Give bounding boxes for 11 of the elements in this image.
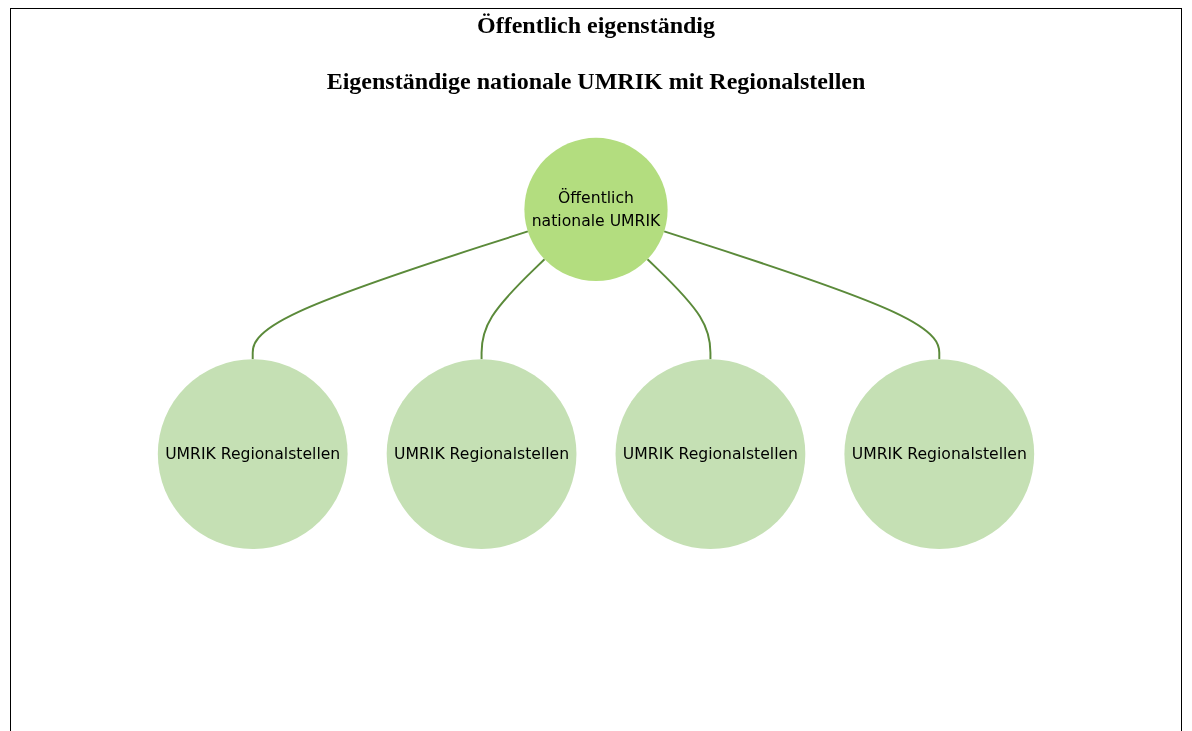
node-circle: UMRIK Regionalstellen xyxy=(386,359,577,549)
diagram-title: Öffentlich eigenständig xyxy=(476,12,716,39)
connector xyxy=(646,258,712,361)
node-circle: UMRIK Regionalstellen xyxy=(844,359,1035,549)
connector xyxy=(480,258,546,361)
connector xyxy=(251,230,529,361)
node-circle: Öffentlich nationale UMRIK xyxy=(524,137,668,282)
subtitle: Eigenständige nationale UMRIK mit Regionalstellen xyxy=(325,68,867,95)
connector xyxy=(663,230,941,361)
node-circle: UMRIK Regionalstellen xyxy=(157,359,348,549)
node-circle: UMRIK Regionalstellen xyxy=(615,359,806,549)
